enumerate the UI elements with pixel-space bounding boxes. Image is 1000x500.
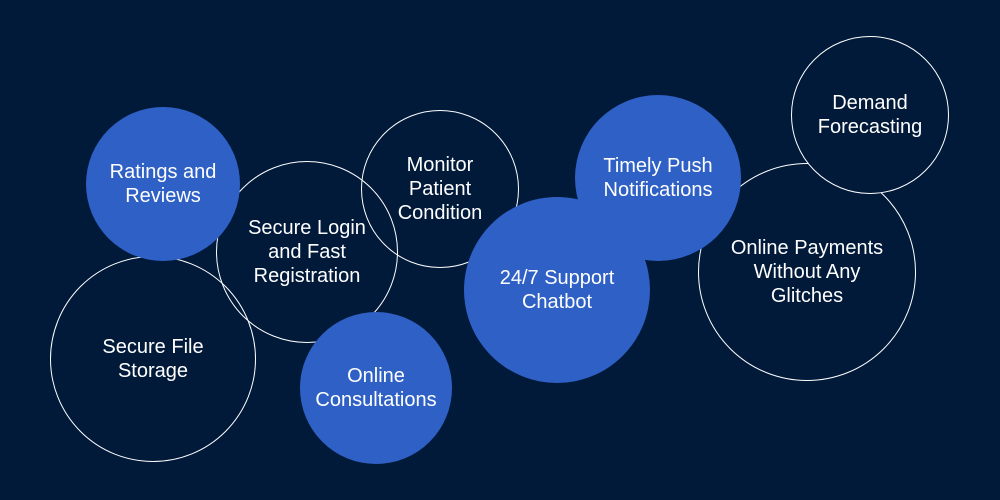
bubble-label: Online Consultations (315, 365, 437, 411)
bubble-secure-file-storage: Secure File Storage (50, 256, 256, 462)
bubble-label: 24/7 Support Chatbot (499, 267, 615, 313)
bubble-push-notifications: Timely Push Notifications (575, 95, 741, 261)
bubble-demand-forecasting: Demand Forecasting (791, 36, 949, 194)
bubble-label: Monitor Patient Condition (397, 154, 483, 224)
bubble-online-consultations: Online Consultations (300, 312, 452, 464)
bubble-secure-login: Secure Login and Fast Registration (216, 161, 398, 343)
bubble-label: Demand Forecasting (817, 92, 923, 138)
bubble-online-payments: Online Payments Without Any Glitches (698, 163, 916, 381)
bubble-label: Timely Push Notifications (603, 155, 713, 201)
bubble-label: Secure Login and Fast Registration (248, 217, 366, 287)
bubble-label: Secure File Storage (102, 336, 204, 382)
bubble-label: Online Payments Without Any Glitches (730, 237, 884, 307)
bubble-monitor-patient: Monitor Patient Condition (361, 110, 519, 268)
bubble-ratings-reviews: Ratings and Reviews (86, 107, 240, 261)
bubble-support-chatbot: 24/7 Support Chatbot (464, 197, 650, 383)
bubble-label: Ratings and Reviews (109, 161, 217, 207)
